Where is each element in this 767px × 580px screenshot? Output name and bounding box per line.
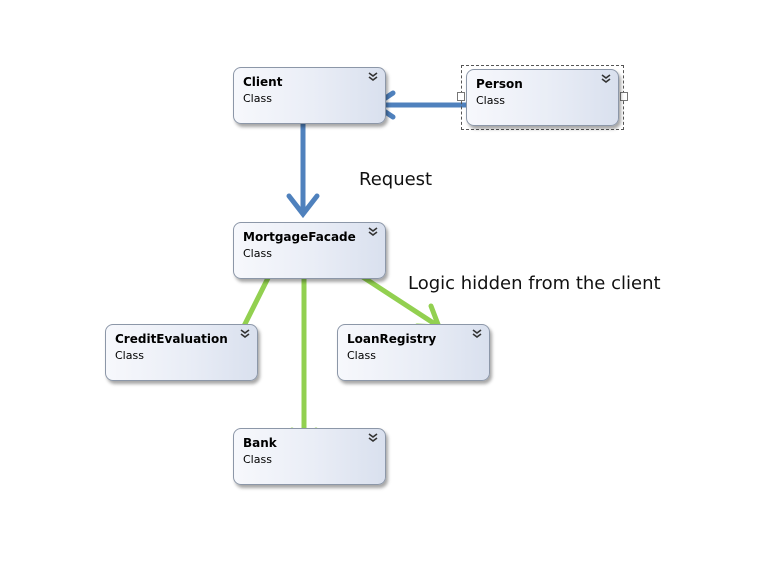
- collapse-chevron-icon[interactable]: [367, 71, 379, 83]
- class-box-loanregistry[interactable]: LoanRegistry Class: [337, 324, 490, 381]
- class-kind: Class: [476, 94, 505, 107]
- class-kind: Class: [243, 247, 272, 260]
- person-selection-frame: [457, 65, 628, 130]
- collapse-chevron-icon[interactable]: [367, 226, 379, 238]
- class-box-person[interactable]: Person Class: [466, 69, 619, 126]
- class-kind: Class: [243, 453, 272, 466]
- selection-handle-left[interactable]: [457, 92, 465, 101]
- collapse-chevron-icon[interactable]: [367, 432, 379, 444]
- class-name: CreditEvaluation: [115, 332, 228, 346]
- class-name: Bank: [243, 436, 277, 450]
- class-box-client[interactable]: Client Class: [233, 67, 386, 124]
- request-arrow-head: [286, 193, 320, 219]
- class-name: LoanRegistry: [347, 332, 437, 346]
- class-name: Client: [243, 75, 283, 89]
- logic-hidden-label: Logic hidden from the client: [408, 273, 661, 294]
- class-kind: Class: [243, 92, 272, 105]
- class-name: Person: [476, 77, 523, 91]
- class-name: MortgageFacade: [243, 230, 356, 244]
- collapse-chevron-icon[interactable]: [471, 328, 483, 340]
- class-box-creditevaluation[interactable]: CreditEvaluation Class: [105, 324, 258, 381]
- collapse-chevron-icon[interactable]: [600, 73, 612, 85]
- class-kind: Class: [115, 349, 144, 362]
- class-box-bank[interactable]: Bank Class: [233, 428, 386, 485]
- collapse-chevron-icon[interactable]: [239, 328, 251, 340]
- selection-handle-right[interactable]: [620, 92, 628, 101]
- request-label: Request: [359, 169, 433, 190]
- class-kind: Class: [347, 349, 376, 362]
- class-box-mortgagefacade[interactable]: MortgageFacade Class: [233, 222, 386, 279]
